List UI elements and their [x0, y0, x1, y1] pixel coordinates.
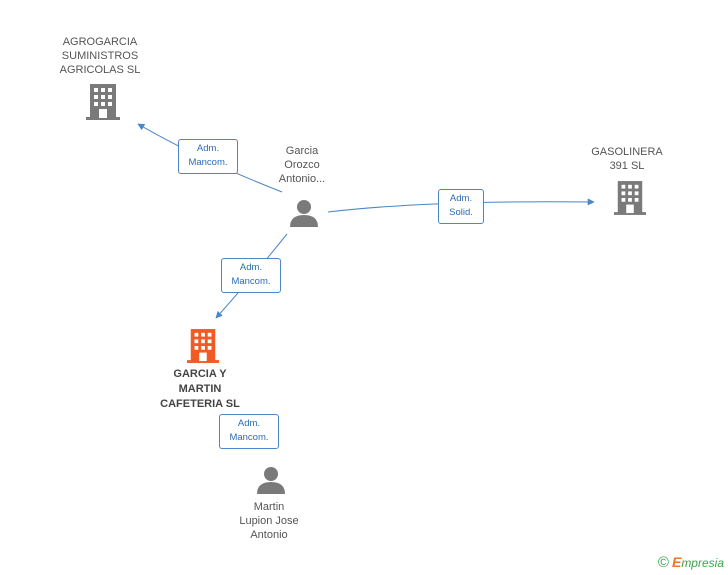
node-label-garcia-orozco[interactable]: Garcia Orozco Antonio... [278, 145, 326, 185]
person-icon[interactable] [256, 466, 286, 494]
node-label-martin-lupion[interactable]: Martin Lupion Jose Antonio [239, 501, 299, 541]
node-label-garcia-martin[interactable]: GARCIA Y MARTIN CAFETERIA SL [160, 368, 240, 410]
relation-label-garcia-martin[interactable]: Adm. Mancom. [221, 258, 281, 293]
relation-label-agrogarcia[interactable]: Adm. Mancom. [178, 139, 238, 174]
node-label-gasolinera[interactable]: GASOLINERA 391 SL [591, 146, 663, 172]
empresia-logo: ©Empresia [658, 554, 724, 571]
copyright-icon: © [657, 554, 669, 571]
relation-label-martin-lupion[interactable]: Adm. Mancom. [219, 414, 279, 449]
brand-initial: E [671, 554, 682, 570]
relation-label-gasolinera[interactable]: Adm. Solid. [438, 189, 484, 224]
building-icon[interactable] [614, 181, 646, 215]
person-icon[interactable] [289, 199, 319, 227]
node-label-agrogarcia[interactable]: AGROGARCIA SUMINISTROS AGRICOLAS SL [59, 36, 141, 76]
building-icon-main[interactable] [187, 328, 219, 364]
building-icon[interactable] [86, 84, 120, 120]
brand-name: mpresia [681, 556, 724, 570]
